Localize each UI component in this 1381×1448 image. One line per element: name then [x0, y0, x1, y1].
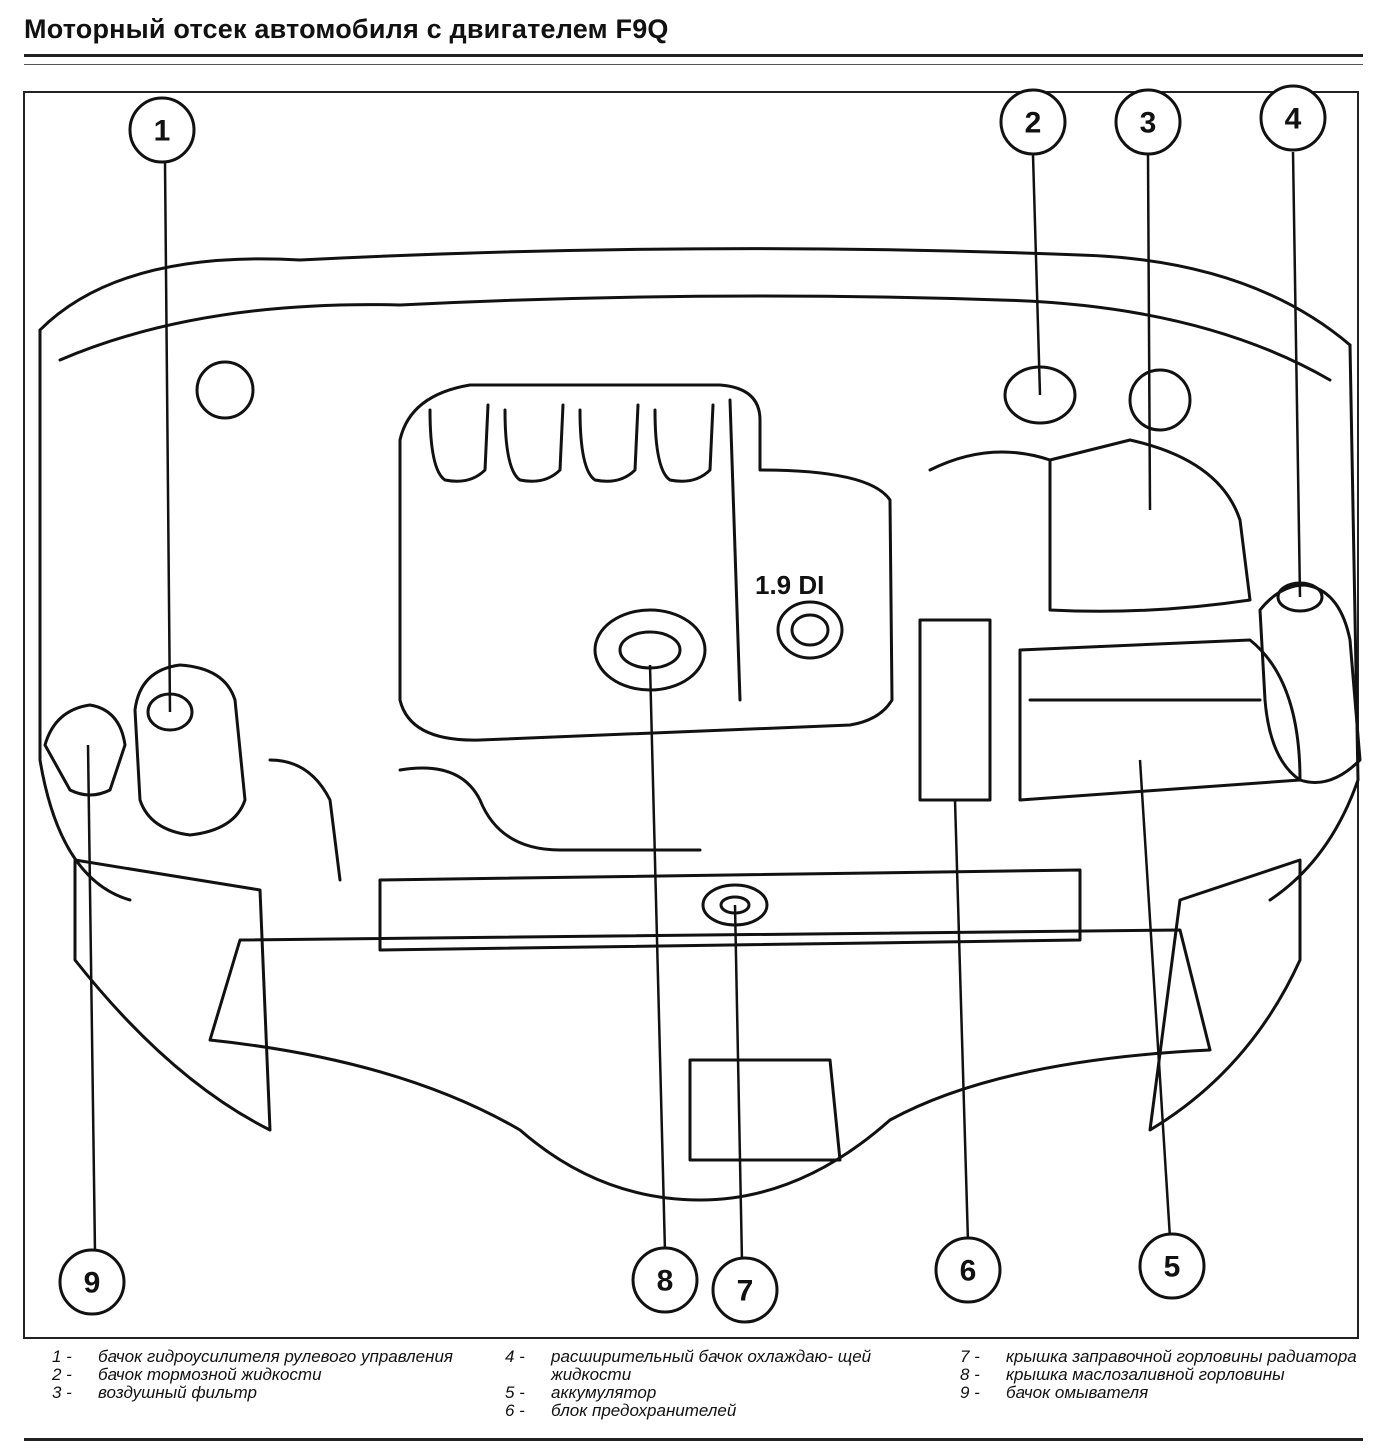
- body-side-left: [38, 328, 132, 902]
- engine-cover-divider: [728, 398, 742, 702]
- headlight-left: [73, 858, 272, 1132]
- engine-cover-rib-1: [428, 403, 490, 483]
- callout-circle-3: [1114, 88, 1182, 156]
- engine-cover-rib-3: [578, 403, 640, 483]
- legend-num: 8 -: [960, 1365, 980, 1384]
- callout-circle-7: [711, 1256, 779, 1324]
- air-filter-box: [1048, 438, 1252, 613]
- top-rule-thin: [24, 64, 1363, 65]
- legend-text: блок предохранителей: [551, 1401, 737, 1420]
- legend-item: 1 - бачок гидроусилителя рулевого управл…: [52, 1348, 482, 1366]
- callout-circle-9: [58, 1248, 126, 1316]
- leader-9: [86, 744, 97, 1253]
- legend-num: 2 -: [52, 1365, 72, 1384]
- legend-item: 3 - воздушный фильтр: [52, 1384, 482, 1402]
- engine-cover-rib-4: [653, 403, 715, 483]
- legend-text: бачок тормозной жидкости: [98, 1365, 322, 1384]
- legend-num: 7 -: [960, 1347, 980, 1366]
- legend-num: 1 -: [52, 1347, 72, 1366]
- legend-text: бачок гидроусилителя рулевого управления: [98, 1347, 453, 1366]
- body-side-right: [1268, 343, 1360, 902]
- legend-item: 8 - крышка маслозаливной горловины: [960, 1366, 1370, 1384]
- legend-column-2: 4 - расширительный бачок охлаждаю- щей ж…: [505, 1348, 925, 1420]
- strut-tower-right: [1128, 368, 1192, 432]
- strut-tower-left: [195, 360, 255, 420]
- legend-item: 4 - расширительный бачок охлаждаю- щей ж…: [505, 1348, 925, 1384]
- fuse-box: [918, 618, 992, 802]
- bottom-rule: [24, 1438, 1363, 1441]
- callout-label-3: 3: [1140, 107, 1157, 140]
- page-title: Моторный отсек автомобиля с двигателем F…: [24, 14, 669, 44]
- legend-column-1: 1 - бачок гидроусилителя рулевого управл…: [52, 1348, 482, 1402]
- callout-label-6: 6: [960, 1255, 977, 1288]
- engine-emblem-inner: [790, 613, 830, 647]
- leader-2: [1031, 154, 1042, 396]
- legend-text: крышка заправочной горловины радиатора: [1006, 1347, 1357, 1366]
- legend-item: 5 - аккумулятор: [505, 1384, 925, 1402]
- legend-item: 9 - бачок омывателя: [960, 1384, 1370, 1402]
- leader-7: [733, 904, 744, 1263]
- washer-reservoir: [43, 703, 127, 797]
- legend-text: воздушный фильтр: [98, 1383, 257, 1402]
- legend-item: 2 - бачок тормозной жидкости: [52, 1366, 482, 1384]
- upper-hose: [398, 766, 702, 852]
- callout-label-5: 5: [1164, 1251, 1181, 1284]
- callout-circle-8: [631, 1246, 699, 1314]
- coolant-tank: [1258, 583, 1362, 784]
- callout-label-1: 1: [154, 115, 171, 148]
- leader-4: [1291, 151, 1302, 598]
- front-panel: [208, 928, 1212, 1202]
- callout-circle-4: [1259, 84, 1327, 152]
- legend-num: 6 -: [505, 1401, 525, 1420]
- callout-circle-2: [999, 88, 1067, 156]
- front-crossmember: [378, 868, 1082, 952]
- legend-num: 9 -: [960, 1383, 980, 1402]
- leader-8: [648, 664, 667, 1253]
- engine-label: 1.9 DI: [755, 570, 824, 600]
- callout-circle-6: [934, 1236, 1002, 1304]
- legend-column-3: 7 - крышка заправочной горловины радиато…: [960, 1348, 1370, 1402]
- callout-label-9: 9: [84, 1267, 101, 1300]
- callout-circle-5: [1138, 1232, 1206, 1300]
- headlight-right: [1148, 858, 1302, 1132]
- leader-5: [1138, 759, 1172, 1239]
- legend-text: расширительный бачок охлаждаю- щей жидко…: [551, 1347, 872, 1384]
- legend-text: бачок омывателя: [1006, 1383, 1149, 1402]
- top-rule: [24, 54, 1363, 57]
- grille-opening: [688, 1058, 842, 1162]
- legend-text: аккумулятор: [551, 1383, 657, 1402]
- air-filter-duct: [928, 450, 1052, 472]
- callout-label-4: 4: [1285, 103, 1302, 136]
- engine-emblem: [776, 600, 844, 660]
- radiator-hose: [268, 758, 342, 882]
- hood-line: [38, 247, 1352, 347]
- legend-item: 6 - блок предохранителей: [505, 1402, 925, 1420]
- legend-item: 7 - крышка заправочной горловины радиато…: [960, 1348, 1370, 1366]
- engine-cover: [398, 383, 894, 742]
- legend-num: 3 -: [52, 1383, 72, 1402]
- oil-filler-cap-inner: [618, 630, 682, 670]
- leader-6: [953, 799, 970, 1243]
- legend-text: крышка маслозаливной горловины: [1006, 1365, 1285, 1384]
- engine-cover-rib-2: [503, 403, 565, 483]
- legend-num: 5 -: [505, 1383, 525, 1402]
- legend-num: 4 -: [505, 1347, 525, 1366]
- callout-label-2: 2: [1025, 107, 1042, 140]
- leader-3: [1146, 154, 1152, 511]
- engine-bay-diagram: 1 2 3 4 5 6 7 8 9 1.9 DI: [23, 84, 1362, 1339]
- power-steering-reservoir: [133, 663, 247, 837]
- battery: [1018, 638, 1302, 802]
- callout-circle-1: [128, 96, 196, 164]
- leader-1: [163, 161, 172, 713]
- callout-label-7: 7: [737, 1275, 754, 1308]
- hood-line-inner: [58, 294, 1332, 382]
- callout-label-8: 8: [657, 1265, 674, 1298]
